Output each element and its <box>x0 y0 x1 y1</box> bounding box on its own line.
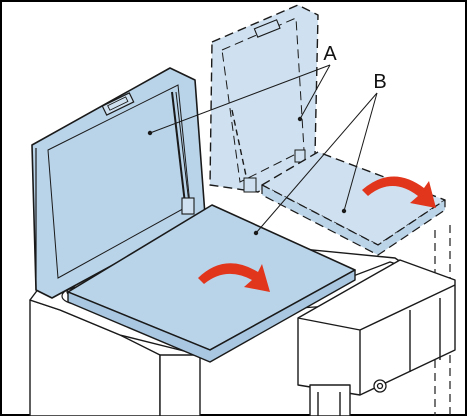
leader-lines <box>149 64 378 234</box>
control-unit <box>297 259 456 416</box>
leader-endpoints <box>147 116 347 236</box>
rotate-arrow-icon <box>198 263 270 292</box>
control-knob <box>373 379 387 393</box>
rotate-arrow-icon <box>362 176 436 208</box>
lid-b-right <box>261 151 446 256</box>
label-a: A <box>323 43 337 65</box>
label-b: B <box>373 71 386 93</box>
